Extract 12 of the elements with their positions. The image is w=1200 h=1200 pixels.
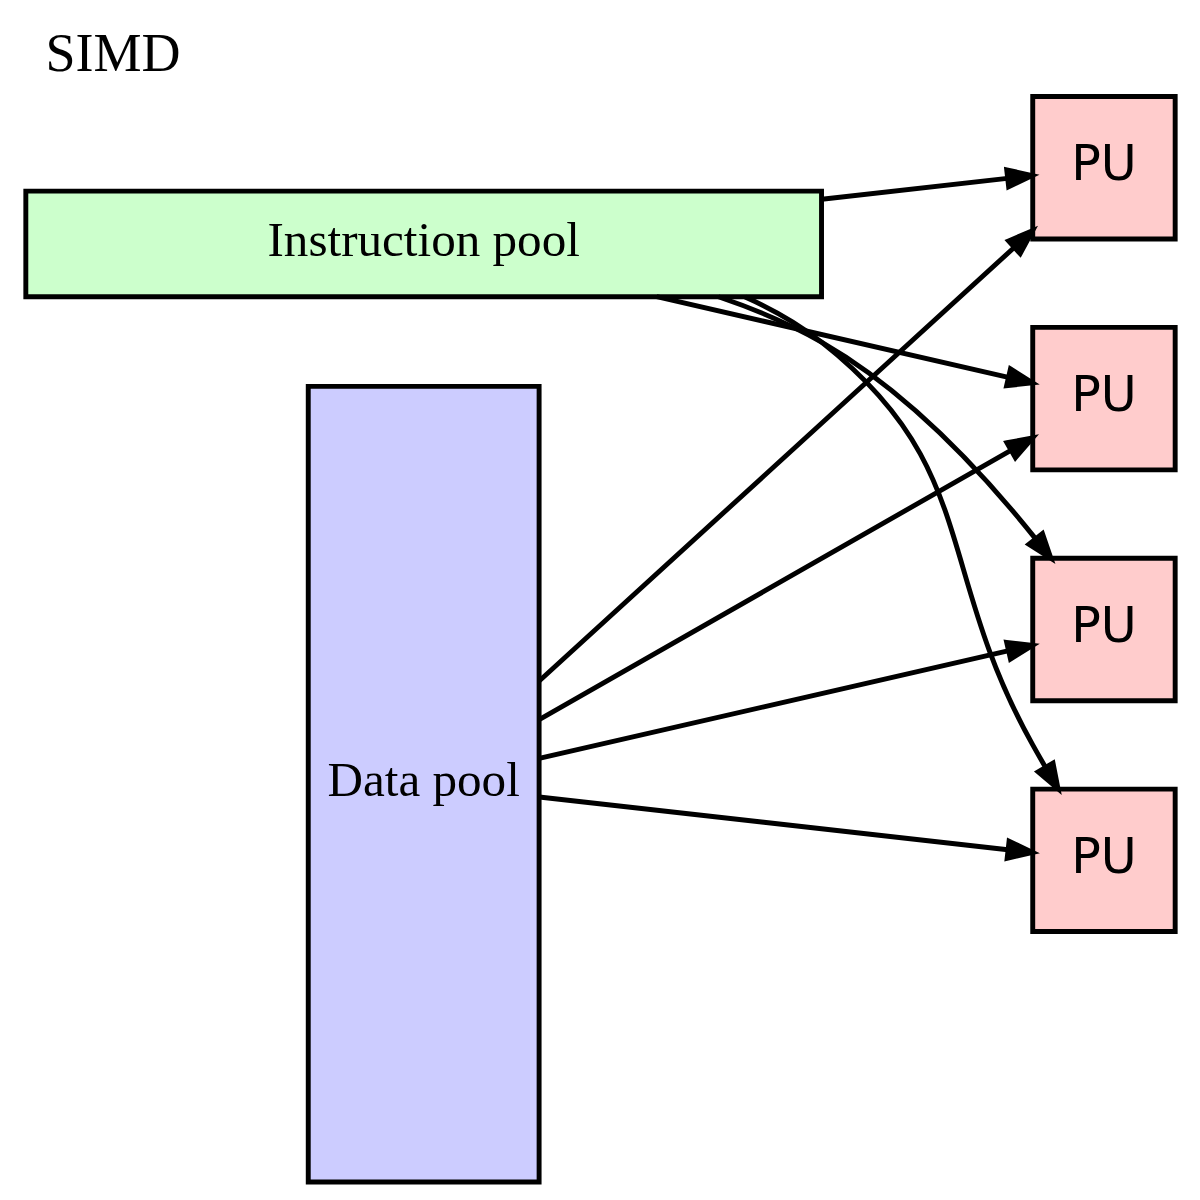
arrow (538, 639, 1040, 761)
node-box: PU (1029, 324, 1178, 473)
arrow (821, 166, 1039, 202)
node-box: PU (1029, 786, 1178, 934)
arrow (538, 794, 1040, 862)
diagram-title: SIMD (44, 23, 181, 83)
arrow (743, 294, 1062, 796)
node-box: PU (1029, 94, 1178, 242)
node-box: Data pool (305, 383, 542, 1185)
node-box: PU (1029, 555, 1178, 704)
arrow (717, 294, 1055, 565)
node-box: Instruction pool (22, 188, 824, 300)
